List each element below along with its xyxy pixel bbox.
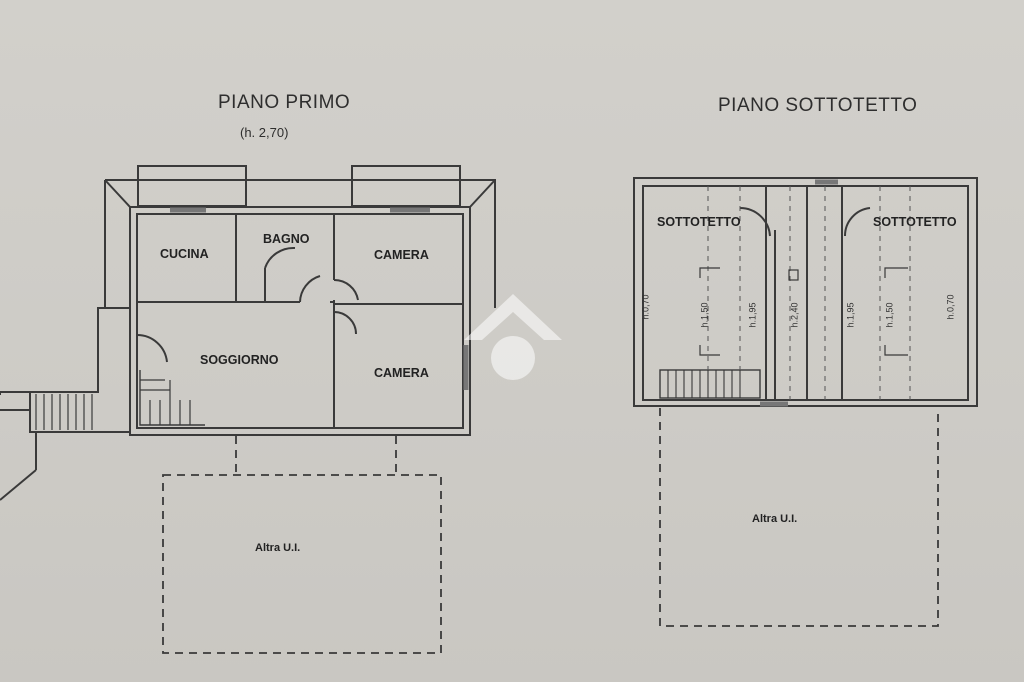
room-label-soggiorno: SOGGIORNO (200, 353, 279, 367)
attic-height-label: h.1,50 (699, 302, 710, 328)
room-label-cucina: CUCINA (160, 247, 209, 261)
watermark-logo-icon (464, 294, 562, 380)
first-floor-other-unit: Altra U.I. (255, 542, 301, 554)
attic-height-label: h.2,40 (789, 302, 800, 328)
attic-height-label: h.0,70 (640, 294, 651, 320)
first-floor-height-note: (h. 2,70) (240, 125, 289, 140)
room-label-attic-left: SOTTOTETTO (657, 215, 741, 229)
room-label-camera-top: CAMERA (374, 248, 429, 262)
attic-height-label: h.1,50 (884, 302, 895, 328)
attic-height-label: h.0,70 (945, 294, 956, 320)
attic-height-label: h.1,95 (845, 302, 856, 328)
room-label-camera-bottom: CAMERA (374, 366, 429, 380)
room-label-attic-right: SOTTOTETTO (873, 215, 957, 229)
first-outer-wall (129, 206, 471, 436)
room-label-bagno: BAGNO (263, 232, 310, 246)
attic-outer-wall (633, 177, 978, 407)
attic-other-unit: Altra U.I. (752, 513, 798, 525)
attic-floor-title: PIANO SOTTOTETTO (718, 95, 918, 116)
attic-height-label: h.1,95 (747, 302, 758, 328)
first-roof-left (104, 179, 131, 430)
first-floor-title: PIANO PRIMO (218, 92, 351, 113)
